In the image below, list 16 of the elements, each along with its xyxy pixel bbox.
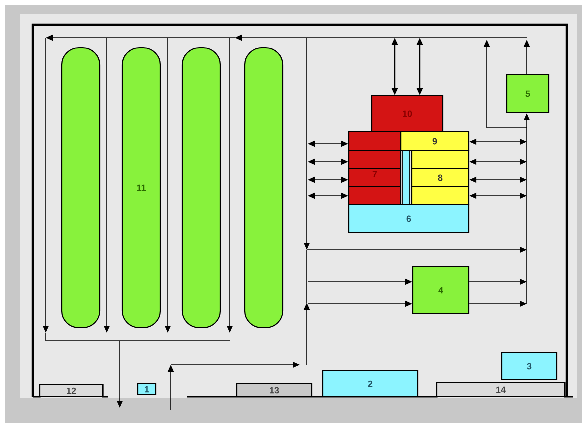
tank <box>182 47 222 329</box>
tank <box>244 47 284 329</box>
process-box: 4 <box>412 266 470 315</box>
process-box: 9 <box>400 131 470 152</box>
tank-box: 3 <box>501 352 558 381</box>
platform: 13 <box>236 383 313 398</box>
process-box: 7 <box>348 131 402 206</box>
tank <box>61 47 101 329</box>
tank-box: 2 <box>322 370 419 398</box>
process-box: 6 <box>348 204 470 234</box>
platform: 14 <box>436 382 566 398</box>
small-box: 1 <box>137 383 157 396</box>
process-box: 5 <box>506 74 550 114</box>
process-box: 10 <box>371 95 444 133</box>
tank: 11 <box>122 47 162 329</box>
platform: 12 <box>39 384 104 398</box>
